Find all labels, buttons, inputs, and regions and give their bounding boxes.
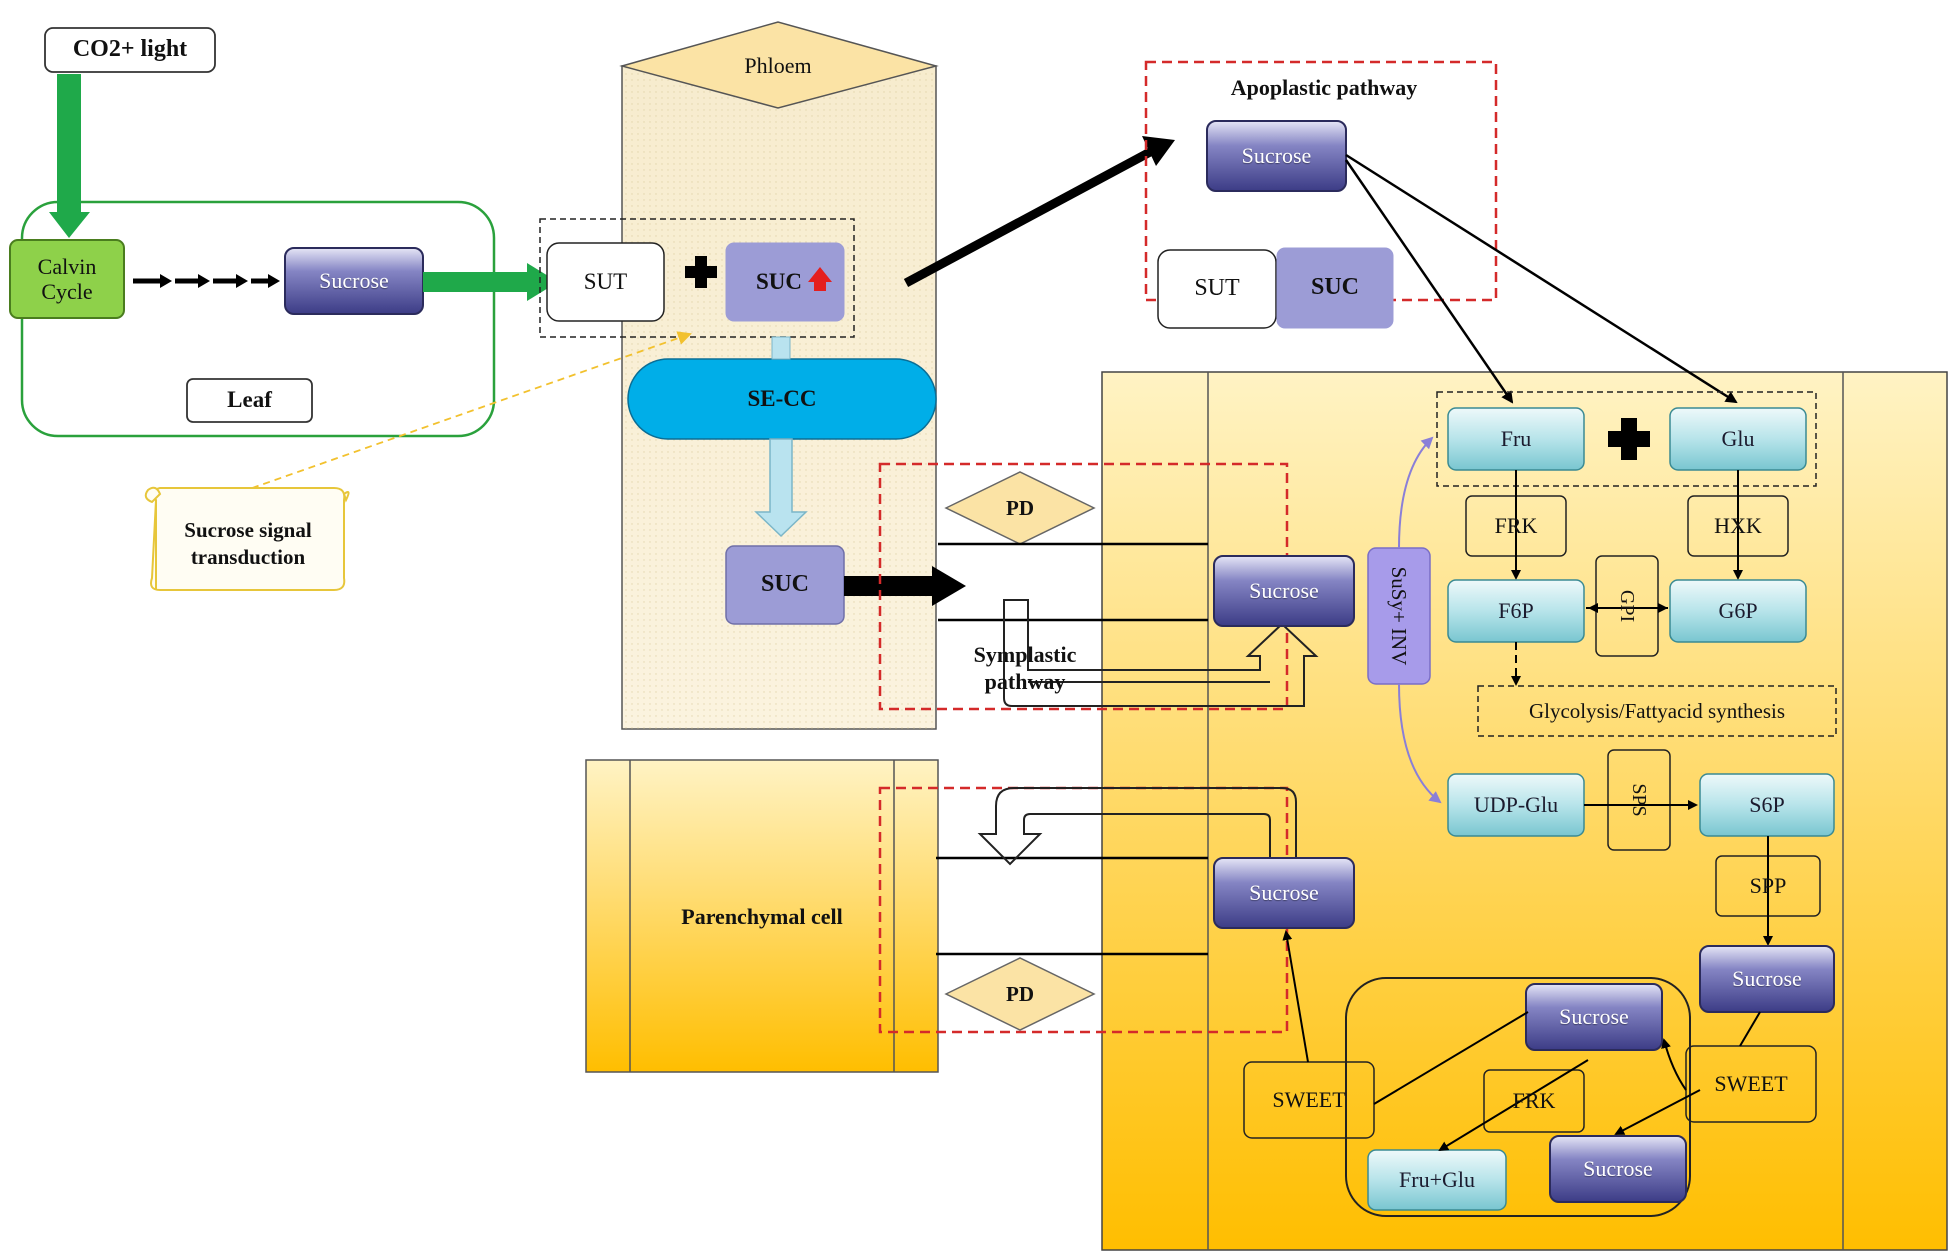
susy-inv-label: SuSy+ INV	[1387, 566, 1412, 666]
cycle-sucrose-top-label: Sucrose	[1559, 1004, 1629, 1030]
symplastic-hollow-arrow	[1003, 599, 1319, 707]
suc-up-label: SUC	[755, 268, 802, 294]
udp-glu-label: UDP-Glu	[1473, 792, 1559, 818]
spp-label: SPP	[1749, 873, 1787, 899]
plus-icon	[685, 256, 717, 288]
leaf-label-box	[186, 378, 313, 423]
apoplastic-pathway-label: Apoplastic pathway	[1230, 75, 1418, 101]
green-right-arrow	[527, 263, 558, 301]
cell-sucrose-lower	[1213, 857, 1355, 929]
apo-sut-label: SUT	[1194, 275, 1240, 302]
frk-label: FRK	[1494, 513, 1538, 539]
sut-box	[546, 242, 665, 322]
sps-label: SPS	[1628, 783, 1651, 817]
sps-box	[1607, 749, 1671, 851]
glycolysis-label: Glycolysis/Fattyacid synthesis	[1528, 698, 1786, 723]
fru-label: Fru	[1500, 426, 1532, 452]
scroll-icon	[144, 486, 350, 591]
cycle-sucrose-bottom	[1549, 1135, 1687, 1203]
s6p-label: S6P	[1749, 792, 1785, 818]
signal-transduction-label: Sucrose signal transduction	[184, 517, 312, 569]
gpi-label: GPI	[1616, 589, 1639, 623]
apo-suc-box	[1276, 247, 1394, 329]
sucrose-synth-label: Sucrose	[1732, 966, 1802, 992]
symplastic-pathway-label: Symplastic pathway	[973, 641, 1077, 695]
phloem-label: Phloem	[744, 53, 812, 79]
cell-sucrose-upper-label: Sucrose	[1249, 578, 1319, 604]
parenchymal-cell-label: Parenchymal cell	[681, 904, 843, 930]
sweet-right-label: SWEET	[1714, 1071, 1788, 1097]
cycle-frk-label: FRK	[1512, 1088, 1556, 1114]
phloem-top	[619, 21, 939, 109]
cycle-fru-glu-box	[1367, 1149, 1507, 1211]
calvin-cycle-label: Calvin Cycle	[37, 253, 97, 304]
cycle-frk-box	[1483, 1069, 1585, 1133]
pd-bottom-label: PD	[1006, 981, 1034, 1006]
sut-label: SUT	[583, 268, 628, 294]
calvin-cycle-box	[9, 239, 125, 319]
fru-glu-group	[1436, 391, 1817, 487]
sut-suc-group	[539, 218, 855, 338]
pd-top-label: PD	[1006, 495, 1034, 520]
cycle-fru-glu-label: Fru+Glu	[1399, 1167, 1475, 1193]
sweet-cycle-group	[1345, 977, 1691, 1217]
suc-right-arrow	[932, 566, 966, 606]
pd-bottom-diamond	[944, 957, 1096, 1031]
sucrose-synth-box	[1699, 945, 1835, 1013]
cycle-sucrose-top	[1525, 983, 1663, 1051]
apoplastic-arrow	[1142, 136, 1175, 166]
plus-icon	[1608, 418, 1650, 460]
hxk-label: HXK	[1714, 513, 1762, 539]
glu-label: Glu	[1721, 426, 1755, 452]
co2-light-box	[44, 27, 216, 73]
cycle-sucrose-bottom-label: Sucrose	[1583, 1156, 1653, 1182]
apoplastic-box	[1144, 60, 1498, 302]
leaf-label: Leaf	[227, 387, 272, 413]
sweet-left-box	[1243, 1061, 1375, 1139]
f6p-label: F6P	[1498, 598, 1534, 624]
suc-up-box	[725, 242, 845, 322]
light-blue-down-arrow	[754, 438, 808, 538]
suc-label: SUC	[760, 571, 809, 598]
apo-sut-box	[1157, 249, 1277, 329]
green-down-arrow	[49, 212, 90, 238]
cell-sucrose-lower-label: Sucrose	[1249, 880, 1319, 906]
cell-sucrose-upper	[1213, 555, 1355, 627]
sweet-left-label: SWEET	[1272, 1087, 1346, 1113]
leaf-sucrose-label: Sucrose	[319, 268, 389, 294]
dashed-arrows	[133, 274, 280, 288]
apo-sucrose-label: Sucrose	[1241, 143, 1312, 169]
red-up-arrow-icon	[808, 267, 832, 291]
se-cc-label: SE-CC	[747, 385, 817, 411]
g6p-label: G6P	[1718, 598, 1758, 624]
sweet-right-box	[1685, 1045, 1817, 1123]
apo-suc-label: SUC	[1310, 274, 1359, 301]
glycolysis-box	[1477, 685, 1837, 737]
co2-light-label: CO2+ light	[72, 36, 188, 63]
return-hollow-arrow	[977, 787, 1297, 866]
pd-top-diamond	[944, 471, 1096, 545]
g6p-box	[1669, 579, 1807, 643]
